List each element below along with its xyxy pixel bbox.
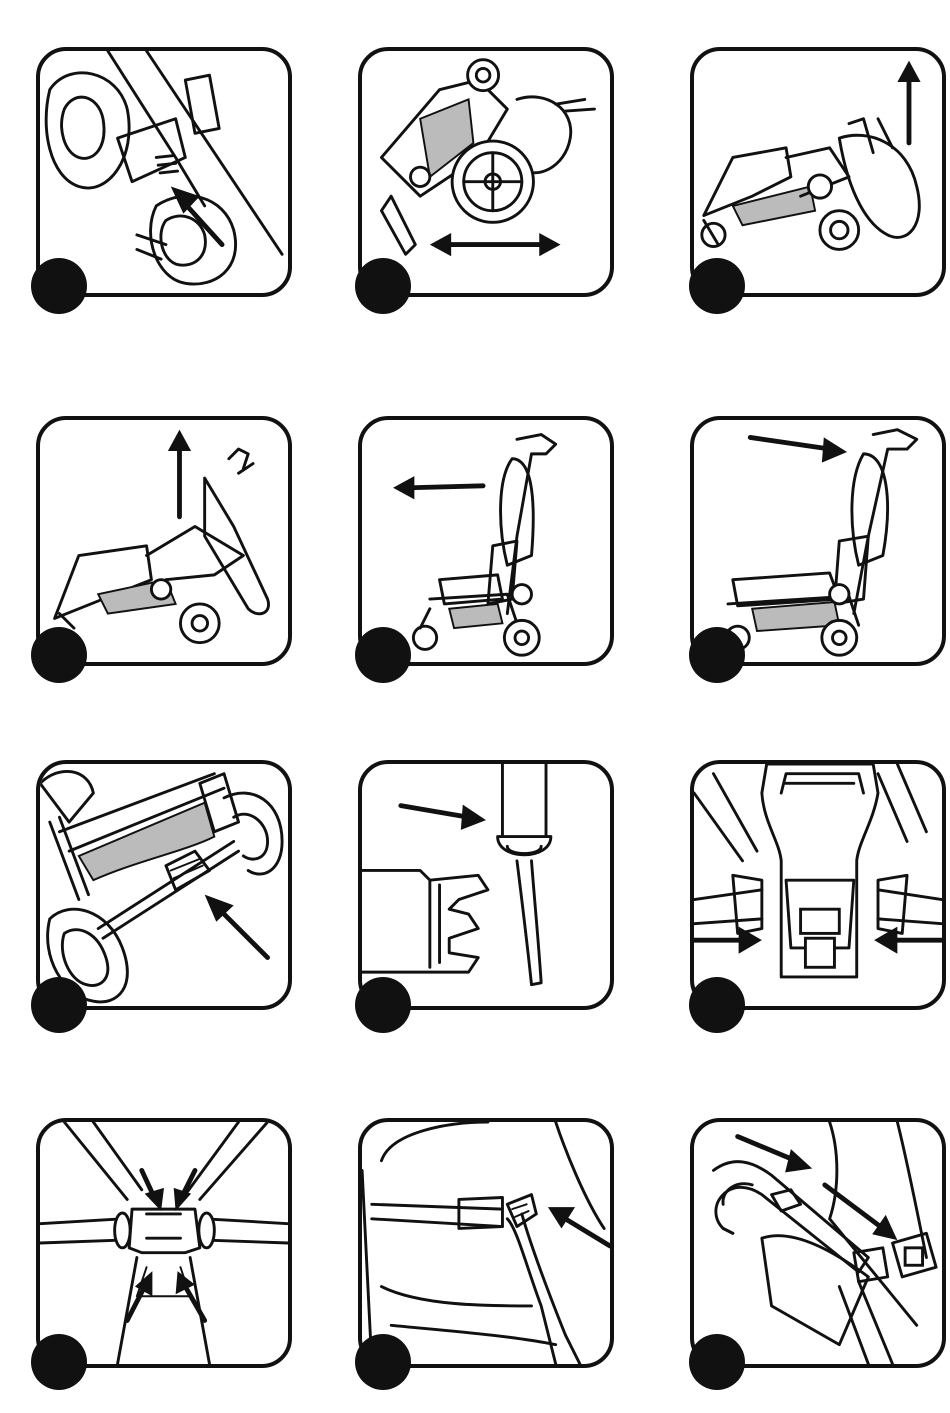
step-9-badge: [689, 977, 745, 1033]
shoulder-strap-clip-icon: [362, 1122, 610, 1364]
step-7-badge: [31, 977, 87, 1033]
brake-pedal-icon: [40, 764, 288, 1006]
step-10-badge: [31, 1334, 87, 1390]
step-11-panel: [358, 1118, 614, 1368]
step-6-badge: [689, 627, 745, 683]
step-2-panel: [358, 47, 614, 297]
folded-stroller-wheel-icon: [362, 51, 610, 293]
step-3-badge: [689, 258, 745, 314]
stroller-unfold-lift-icon: [694, 51, 942, 293]
step-8-panel: [358, 760, 614, 1010]
step-11-badge: [355, 1334, 411, 1390]
step-2-badge: [355, 258, 411, 314]
step-10-panel: [36, 1118, 292, 1368]
stroller-lock-open-icon: [694, 420, 942, 662]
harness-buckle-close-icon: [40, 1122, 288, 1364]
stroller-unfold-raise-icon: [40, 420, 288, 662]
step-4-panel: [36, 416, 292, 666]
step-5-badge: [355, 627, 411, 683]
bumper-bar-attach-icon: [694, 1122, 942, 1364]
step-4-badge: [31, 627, 87, 683]
wheel-release-tab-icon: [40, 51, 288, 293]
step-7-panel: [36, 760, 292, 1010]
buckle-insert-strap-icon: [362, 764, 610, 1006]
step-1-badge: [31, 258, 87, 314]
step-9-panel: [690, 760, 946, 1010]
step-5-panel: [358, 416, 614, 666]
stroller-push-open-icon: [362, 420, 610, 662]
step-12-panel: [690, 1118, 946, 1368]
step-1-panel: [36, 47, 292, 297]
buckle-press-release-icon: [694, 764, 942, 1006]
step-8-badge: [355, 977, 411, 1033]
step-12-badge: [689, 1334, 745, 1390]
